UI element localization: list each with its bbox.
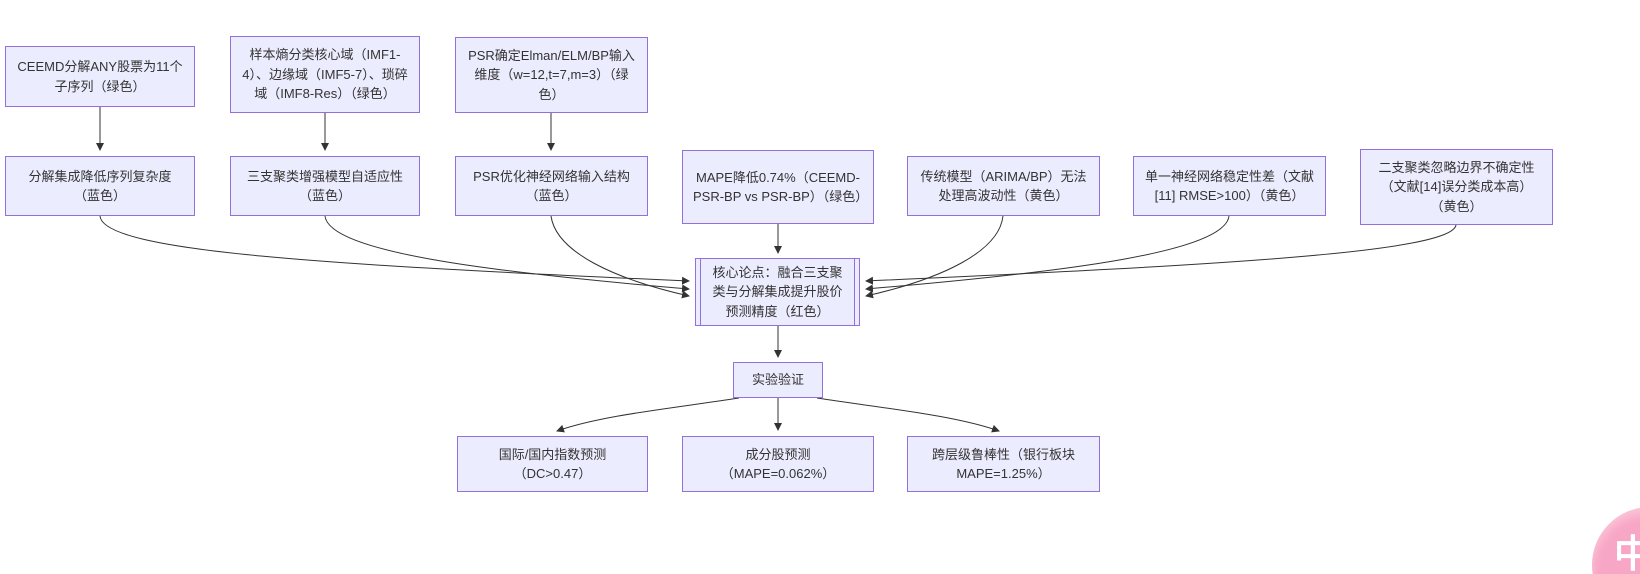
node-index-pred-label: 国际/国内指数预测（DC>0.47） xyxy=(498,446,607,482)
edge-experiment-robustness xyxy=(816,397,1000,433)
edge-psropt-core xyxy=(550,215,690,299)
node-psr-opt: PSR优化神经网络输入结构（蓝色） xyxy=(455,156,648,216)
edge-singlenn-core xyxy=(865,215,1230,293)
node-mape: MAPE降低0.74%（CEEMD-PSR-BP vs PSR-BP）（绿色） xyxy=(682,150,874,224)
edge-experiment-indexpred xyxy=(556,397,740,433)
node-psr-input: PSR确定Elman/ELM/BP输入维度（w=12,t=7,m=3）（绿色） xyxy=(455,37,648,113)
node-three-way-label: 三支聚类增强模型自适应性（蓝色） xyxy=(246,168,403,204)
node-traditional: 传统模型（ARIMA/BP）无法处理高波动性（黄色） xyxy=(907,156,1100,216)
node-three-way: 三支聚类增强模型自适应性（蓝色） xyxy=(230,156,420,216)
node-index-pred: 国际/国内指数预测（DC>0.47） xyxy=(457,436,648,492)
node-two-way: 二支聚类忽略边界不确定性（文献[14]误分类成本高）（黄色） xyxy=(1360,149,1553,225)
node-experiment-label: 实验验证 xyxy=(751,372,804,388)
edge-decomp-core xyxy=(99,215,690,285)
node-constituent-label: 成分股预测（MAPE=0.062%） xyxy=(720,446,836,482)
node-two-way-label: 二支聚类忽略边界不确定性（文献[14]误分类成本高）（黄色） xyxy=(1378,159,1535,214)
edge-twoway-core xyxy=(865,224,1457,285)
node-experiment: 实验验证 xyxy=(733,362,823,398)
node-robustness: 跨层级鲁棒性（银行板块 MAPE=1.25%） xyxy=(907,436,1100,492)
node-traditional-label: 传统模型（ARIMA/BP）无法处理高波动性（黄色） xyxy=(920,168,1087,204)
node-mape-label: MAPE降低0.74%（CEEMD-PSR-BP vs PSR-BP）（绿色） xyxy=(693,169,869,205)
translate-icon: 中A xyxy=(1614,534,1640,574)
node-constituent: 成分股预测（MAPE=0.062%） xyxy=(682,436,874,492)
node-decomp: 分解集成降低序列复杂度（蓝色） xyxy=(5,156,195,216)
node-single-nn-label: 单一神经网络稳定性差（文献[11] RMSE>100）（黄色） xyxy=(1144,168,1314,204)
edge-traditional-core xyxy=(865,215,1004,299)
node-sample-entropy-label: 样本熵分类核心域（IMF1-4）、边缘域（IMF5-7）、琐碎域（IMF8-Re… xyxy=(242,47,408,102)
node-core-thesis: 核心论点：融合三支聚类与分解集成提升股价预测精度（红色） xyxy=(695,258,860,326)
edge-threeway-core xyxy=(324,215,690,293)
node-psr-input-label: PSR确定Elman/ELM/BP输入维度（w=12,t=7,m=3）（绿色） xyxy=(468,47,635,102)
node-core-thesis-label: 核心论点：融合三支聚类与分解集成提升股价预测精度（红色） xyxy=(712,264,843,319)
translate-button[interactable]: 中A xyxy=(1592,507,1640,574)
node-ceemd-label: CEEMD分解ANY股票为11个子序列（绿色） xyxy=(17,59,183,94)
node-decomp-label: 分解集成降低序列复杂度（蓝色） xyxy=(28,168,172,204)
node-sample-entropy: 样本熵分类核心域（IMF1-4）、边缘域（IMF5-7）、琐碎域（IMF8-Re… xyxy=(230,36,420,113)
node-ceemd: CEEMD分解ANY股票为11个子序列（绿色） xyxy=(5,46,195,107)
node-psr-opt-label: PSR优化神经网络输入结构（蓝色） xyxy=(473,168,630,204)
node-robustness-label: 跨层级鲁棒性（银行板块 MAPE=1.25%） xyxy=(931,446,1075,482)
node-single-nn: 单一神经网络稳定性差（文献[11] RMSE>100）（黄色） xyxy=(1133,156,1326,216)
